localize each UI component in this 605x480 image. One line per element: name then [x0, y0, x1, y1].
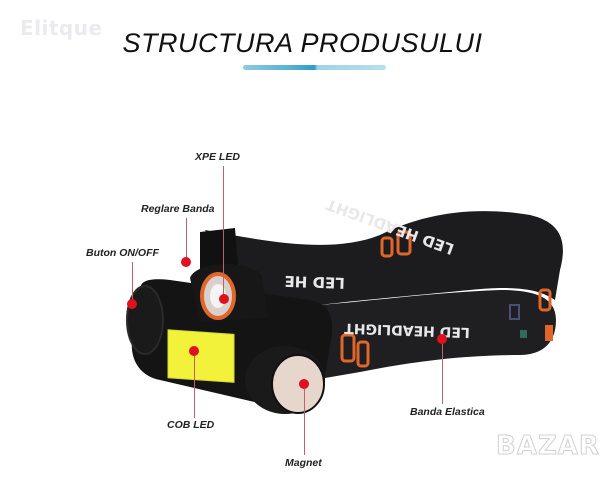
callout-reglare-banda-leader: [186, 218, 187, 258]
callout-buton-on-off-label: Buton ON/OFF: [86, 247, 159, 259]
cob-led-panel: [167, 329, 235, 383]
callout-magnet-leader: [304, 389, 305, 455]
band-pattern: [340, 230, 552, 368]
callout-magnet-label: Magnet: [285, 457, 322, 469]
magnet-disc: [271, 354, 325, 414]
callout-reglare-banda-label: Reglare Banda: [141, 203, 215, 215]
watermark-elitque: Elitque: [20, 16, 103, 40]
callout-cob-led-leader: [194, 356, 195, 418]
watermark-bazar: BAZAR: [496, 431, 600, 462]
callout-cob-led-label: COB LED: [167, 419, 215, 431]
callout-banda-elastica-label: Banda Elastica: [410, 406, 485, 418]
callout-banda-elastica-marker: [437, 334, 447, 344]
callout-reglare-banda-marker: [181, 257, 191, 267]
callout-buton-on-off-leader: [132, 262, 133, 300]
title-underline: [243, 65, 386, 70]
svg-text:LED HE: LED HE: [284, 272, 345, 292]
page-title: STRUCTURA PRODUSULUI: [122, 28, 483, 58]
elastic-band-back: [205, 211, 563, 305]
callout-xpe-led-label: XPE LED: [195, 151, 240, 163]
callout-buton-on-off-marker: [127, 299, 137, 309]
callout-cob-led-marker: [189, 346, 199, 356]
callout-xpe-led-marker: [219, 294, 229, 304]
callout-banda-elastica-leader: [442, 344, 443, 404]
callout-xpe-led-leader: [223, 166, 224, 298]
callout-magnet-marker: [299, 379, 309, 389]
